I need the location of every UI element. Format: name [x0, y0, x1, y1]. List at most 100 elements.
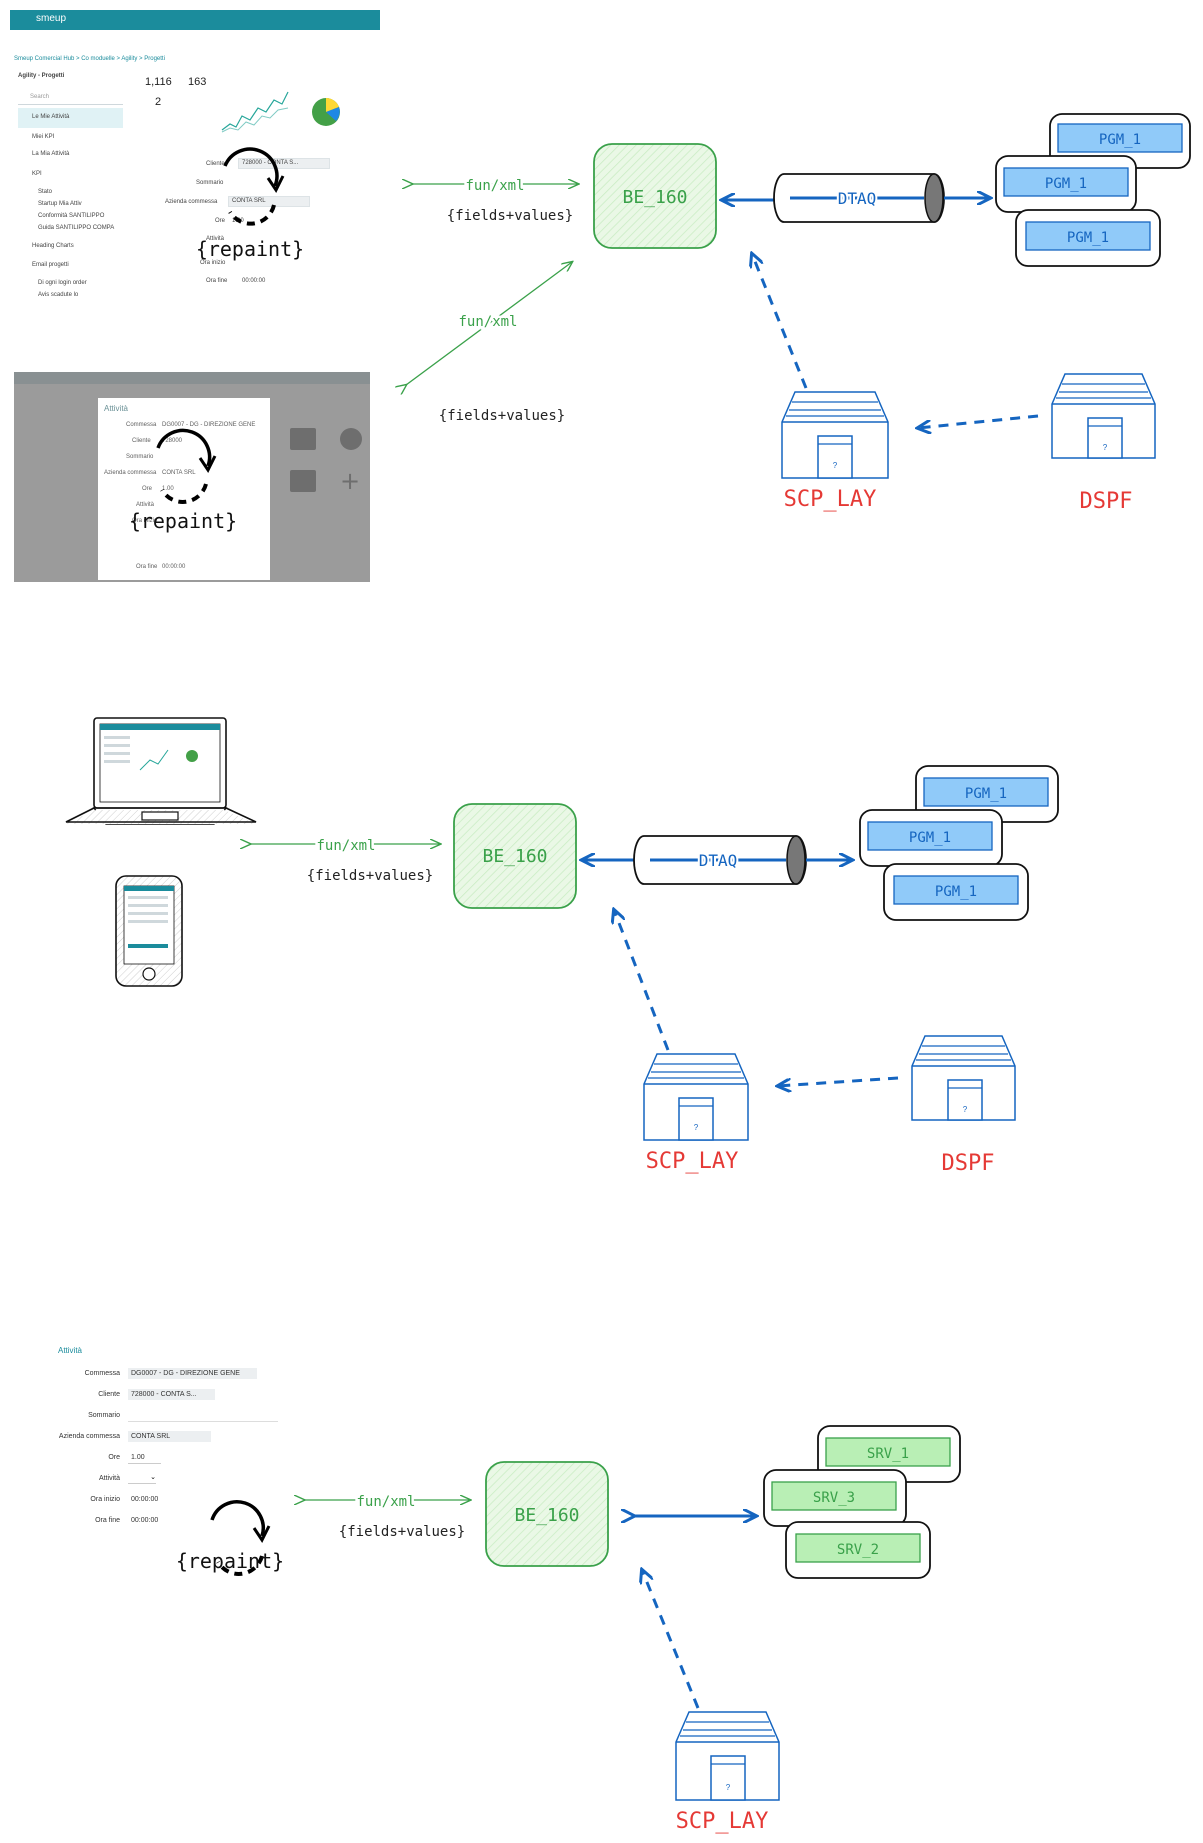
document-icon: [290, 470, 316, 492]
dlg-label-cliente: Cliente: [132, 438, 151, 444]
form3-field-ora-fine[interactable]: 00:00:00: [128, 1515, 185, 1526]
scp-lay-file-mark: ?: [833, 461, 838, 470]
form3-title: Attività: [58, 1346, 83, 1355]
form3-select-attivita[interactable]: ⌄: [128, 1473, 156, 1484]
gear-icon: [340, 428, 362, 450]
fun-xml-label-3: fun/xml: [316, 838, 375, 854]
be-160-box: [593, 143, 717, 249]
form3-label-ore: Ore: [108, 1454, 120, 1461]
dtaq-pipe-2: DTAQ: [633, 835, 807, 885]
scp-lay-label-2: SCP_LAY: [646, 1149, 739, 1174]
scp-lay-file-icon-2: ?: [643, 1053, 749, 1141]
fun-xml-label-1: fun/xml: [465, 178, 524, 194]
kpi-value-3: 2: [155, 96, 162, 108]
dlg-field-ora-fine[interactable]: 00:00:00: [162, 564, 186, 570]
scp-lay-label-3: SCP_LAY: [676, 1809, 769, 1834]
pgm-label-4: PGM_1: [965, 786, 1007, 802]
plus-icon: +: [340, 467, 361, 495]
repaint-label: {repaint}: [196, 237, 304, 261]
dtaq-label-2: DTAQ: [699, 851, 738, 870]
form3-label-cliente: Cliente: [98, 1391, 120, 1398]
form3-field-ora-inizio[interactable]: 00:00:00: [128, 1494, 185, 1505]
dspf-file-icon-2: ?: [911, 1035, 1016, 1121]
pgm-label-1: PGM_1: [1099, 132, 1141, 148]
scp-lay-file-mark-3: ?: [726, 1783, 731, 1792]
pgm-label-2: PGM_1: [1045, 176, 1087, 192]
menu-item-9[interactable]: Email progetti: [32, 262, 69, 268]
pgm-label-6: PGM_1: [935, 884, 977, 900]
scp-lay-to-be-arrow-3: [642, 1570, 700, 1709]
form-label-cliente: Cliente: [206, 161, 225, 167]
dlg-label-ora-fine: Ora fine: [136, 564, 158, 570]
dlg-label-commessa: Commessa: [126, 422, 157, 428]
dspf-to-scp-arrow: [918, 414, 1039, 428]
section-2: fun/xml {fields+values} BE_160 DTAQ PGM_…: [64, 717, 1059, 1176]
scp-lay-file-icon: ?: [781, 391, 889, 479]
fun-xml-arrow-2: [406, 262, 572, 385]
pgm-label-5: PGM_1: [909, 830, 951, 846]
menu-item-0[interactable]: Le Mie Attività: [32, 114, 70, 120]
menu-item-4[interactable]: Stato: [38, 189, 53, 195]
menu-title: Agility - Progetti: [18, 73, 65, 79]
scp-lay-file-mark-2: ?: [694, 1123, 699, 1132]
fun-xml-label-4: fun/xml: [356, 1494, 415, 1510]
repaint-icon: [223, 147, 285, 226]
form3-field-cliente[interactable]: 728000 - CONTA S...: [128, 1389, 215, 1400]
form3-field-commessa[interactable]: DG0007 - DG - DIREZIONE GENE: [128, 1368, 257, 1379]
dtaq-pipe: DTAQ: [773, 173, 945, 223]
be-160-label: BE_160: [622, 187, 687, 208]
form-label-ora-fine: Ora fine: [206, 278, 228, 284]
form-field-ora-fine[interactable]: 00:00:00: [242, 278, 266, 284]
app-toolbar: smeup: [10, 10, 380, 30]
menu-item-5[interactable]: Startup Mia Attiv: [38, 201, 82, 207]
repaint-label-3: {repaint}: [176, 1549, 284, 1573]
form-field-cliente[interactable]: 728000 - CONTA S...: [238, 158, 330, 169]
menu-item-6[interactable]: Conformità SANTILIPPO: [38, 213, 105, 219]
pgm-label-3: PGM_1: [1067, 230, 1109, 246]
repaint-icon-3: [210, 1500, 271, 1576]
phone-icon: [115, 875, 183, 987]
form-label-attivita: Attività: [206, 236, 225, 242]
form-label-sommario: Sommario: [196, 180, 224, 186]
menu-item-1[interactable]: Miei KPI: [32, 134, 55, 140]
dlg-field-azienda[interactable]: CONTA SRL: [162, 470, 196, 476]
be-160-box-3: [485, 1461, 609, 1567]
dspf-label: DSPF: [1080, 489, 1133, 514]
menu-item-10[interactable]: Di ogni login order: [38, 280, 87, 286]
menu-item-3[interactable]: KPI: [32, 171, 42, 177]
form3-label-ora-inizio: Ora inizio: [90, 1496, 120, 1503]
activity-dialog: Attività Commessa DG0007 - DG - DIREZION…: [98, 398, 270, 580]
breadcrumb: Smeup Comercial Hub > Co moduelle > Agil…: [14, 56, 165, 62]
dlg-label-ore: Ore: [142, 486, 153, 492]
be-160-label-3: BE_160: [514, 1505, 579, 1526]
menu-item-2[interactable]: La Mia Attività: [32, 151, 70, 157]
fields-values-label-3: {fields+values}: [307, 868, 433, 884]
kpi-value-1: 1,116: [145, 76, 172, 88]
menu-item-7[interactable]: Guida SANTILIPPO COMPA: [38, 225, 115, 231]
form-field-azienda[interactable]: CONTA SRL: [228, 196, 310, 207]
dialog-title: Attività: [104, 404, 129, 413]
screenshot-desktop-app: smeup Smeup Comercial Hub > Co moduelle …: [10, 10, 380, 298]
section-1: smeup Smeup Comercial Hub > Co moduelle …: [10, 10, 1191, 582]
menu-item-11[interactable]: Avis scadute lo: [38, 292, 79, 298]
form3-label-azienda: Azienda commessa: [58, 1433, 120, 1440]
form-label-azienda: Azienda commessa: [165, 199, 218, 205]
dlg-field-cliente[interactable]: 728000: [162, 438, 183, 444]
srv-2-label: SRV_2: [837, 1542, 879, 1558]
be-160-label-2: BE_160: [482, 846, 547, 867]
dlg-field-ore[interactable]: 1.00: [162, 486, 174, 492]
form3-label-commessa: Commessa: [84, 1370, 120, 1377]
menu-item-8[interactable]: Heading Charts: [32, 243, 74, 249]
dlg-field-commessa[interactable]: DG0007 - DG - DIREZIONE GENE: [162, 422, 256, 428]
line-chart-thumbnail: [220, 80, 290, 138]
fields-values-label-4: {fields+values}: [339, 1524, 465, 1540]
scp-lay-to-be-arrow-2: [614, 910, 670, 1051]
srv-3-label: SRV_3: [813, 1490, 855, 1506]
fields-values-label-2: {fields+values}: [439, 408, 565, 424]
form3-field-azienda[interactable]: CONTA SRL: [128, 1431, 211, 1442]
search-input[interactable]: Search: [18, 92, 123, 105]
laptop-icon: [64, 717, 257, 825]
dlg-label-attivita: Attività: [136, 502, 155, 508]
form3-field-ore[interactable]: 1.00: [128, 1452, 161, 1464]
dspf-file-mark-2: ?: [963, 1105, 968, 1114]
